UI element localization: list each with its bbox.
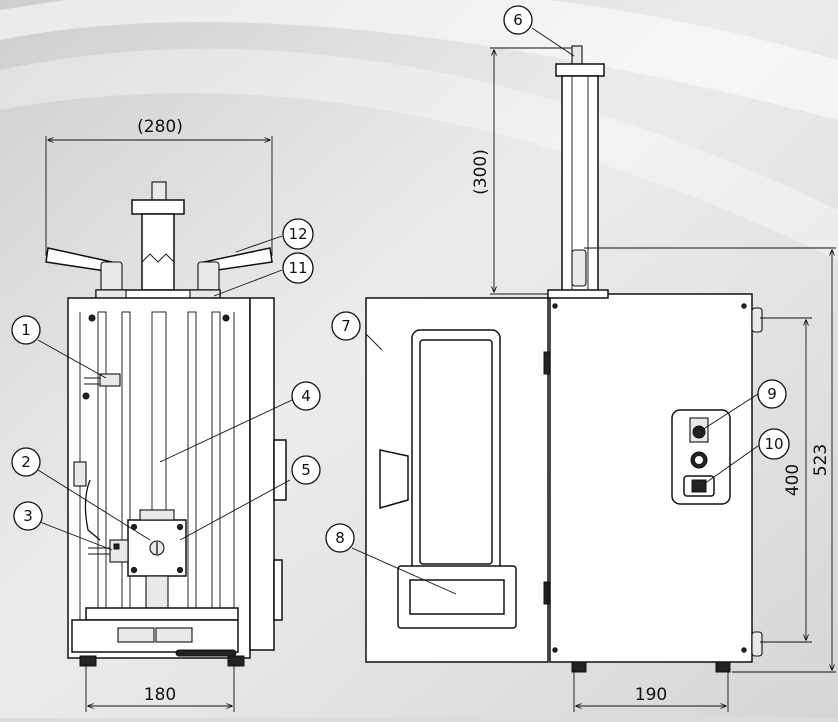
rear-bumper xyxy=(751,631,763,657)
side-screw xyxy=(552,303,558,309)
base xyxy=(71,619,239,653)
piston xyxy=(145,575,169,609)
callout-3: 3 xyxy=(13,501,43,531)
callout-5: 5 xyxy=(291,455,321,485)
background-swoosh xyxy=(0,0,838,120)
svg-text:11: 11 xyxy=(288,259,307,277)
block-screw xyxy=(176,523,184,531)
dim-front-base-width: 180 xyxy=(144,685,176,705)
side-top-fitting xyxy=(571,45,583,65)
svg-text:12: 12 xyxy=(288,225,307,243)
callout-12: 12 xyxy=(282,218,314,250)
side-panel xyxy=(249,297,275,651)
valve-1-pipe xyxy=(84,377,100,385)
callout-6: 6 xyxy=(503,5,533,35)
block-screw xyxy=(176,566,184,574)
side-view xyxy=(365,45,763,673)
side-handle-stub xyxy=(571,249,587,287)
svg-text:9: 9 xyxy=(767,385,777,403)
valve-3-detail xyxy=(113,543,120,550)
svg-text:4: 4 xyxy=(301,387,311,405)
upper-column xyxy=(141,213,175,291)
svg-text:5: 5 xyxy=(301,461,311,479)
window-glass xyxy=(419,339,493,565)
side-panel-tab xyxy=(273,439,287,501)
frame-screw xyxy=(88,314,96,322)
svg-text:2: 2 xyxy=(21,453,31,471)
pump-block-top xyxy=(139,509,175,521)
right-handle-knob xyxy=(197,261,220,293)
frame-screw xyxy=(222,314,230,322)
svg-text:10: 10 xyxy=(764,435,783,453)
power-switch-knob xyxy=(692,425,706,439)
dim-side-base-width: 190 xyxy=(635,685,667,705)
dim-top-width: (280) xyxy=(137,117,183,137)
column-break xyxy=(141,253,175,263)
frame-screw xyxy=(82,392,90,400)
callout-1: 1 xyxy=(11,315,41,345)
dim-total-height: 523 xyxy=(811,444,831,476)
dim-panel-height: 400 xyxy=(783,464,803,496)
svg-text:3: 3 xyxy=(23,507,33,525)
base-window-right xyxy=(155,627,193,643)
dimension-lines xyxy=(45,47,836,712)
front-view xyxy=(45,181,287,667)
side-top-cap xyxy=(547,289,609,299)
side-panel-tab-2 xyxy=(273,559,283,621)
door-handle xyxy=(379,449,409,509)
callout-4: 4 xyxy=(291,381,321,411)
side-screw xyxy=(552,647,558,653)
callout-10: 10 xyxy=(758,428,790,460)
top-fitting xyxy=(151,181,167,201)
side-screw xyxy=(741,303,747,309)
svg-text:1: 1 xyxy=(21,321,31,339)
block-screw xyxy=(130,566,138,574)
base-window-left xyxy=(117,627,155,643)
front-foot xyxy=(227,655,245,667)
label-plate-inner xyxy=(409,579,505,615)
left-handle-knob xyxy=(100,261,123,293)
leader-lines xyxy=(37,27,759,595)
svg-text:8: 8 xyxy=(335,529,345,547)
rear-bumper xyxy=(751,307,763,333)
power-inlet-socket xyxy=(691,479,707,493)
left-bracket xyxy=(73,461,87,487)
callout-7: 7 xyxy=(331,311,361,341)
base-plate xyxy=(85,607,239,621)
top-plate xyxy=(131,199,185,215)
valve-3 xyxy=(109,539,129,563)
side-top-plate xyxy=(555,63,605,77)
side-foot xyxy=(571,661,587,673)
hose xyxy=(84,479,101,541)
side-screw xyxy=(741,647,747,653)
callout-2: 2 xyxy=(11,447,41,477)
svg-text:7: 7 xyxy=(341,317,351,335)
valve-1 xyxy=(99,373,121,387)
dim-column-height: (300) xyxy=(471,149,491,195)
indicator-lamp-ring xyxy=(695,456,703,464)
side-foot xyxy=(715,661,731,673)
base-lever xyxy=(175,649,237,657)
background-swoosh-2 xyxy=(0,48,838,260)
callout-8: 8 xyxy=(325,523,355,553)
svg-text:6: 6 xyxy=(513,11,523,29)
callout-11: 11 xyxy=(282,252,314,284)
callout-9: 9 xyxy=(757,379,787,409)
front-foot xyxy=(79,655,97,667)
